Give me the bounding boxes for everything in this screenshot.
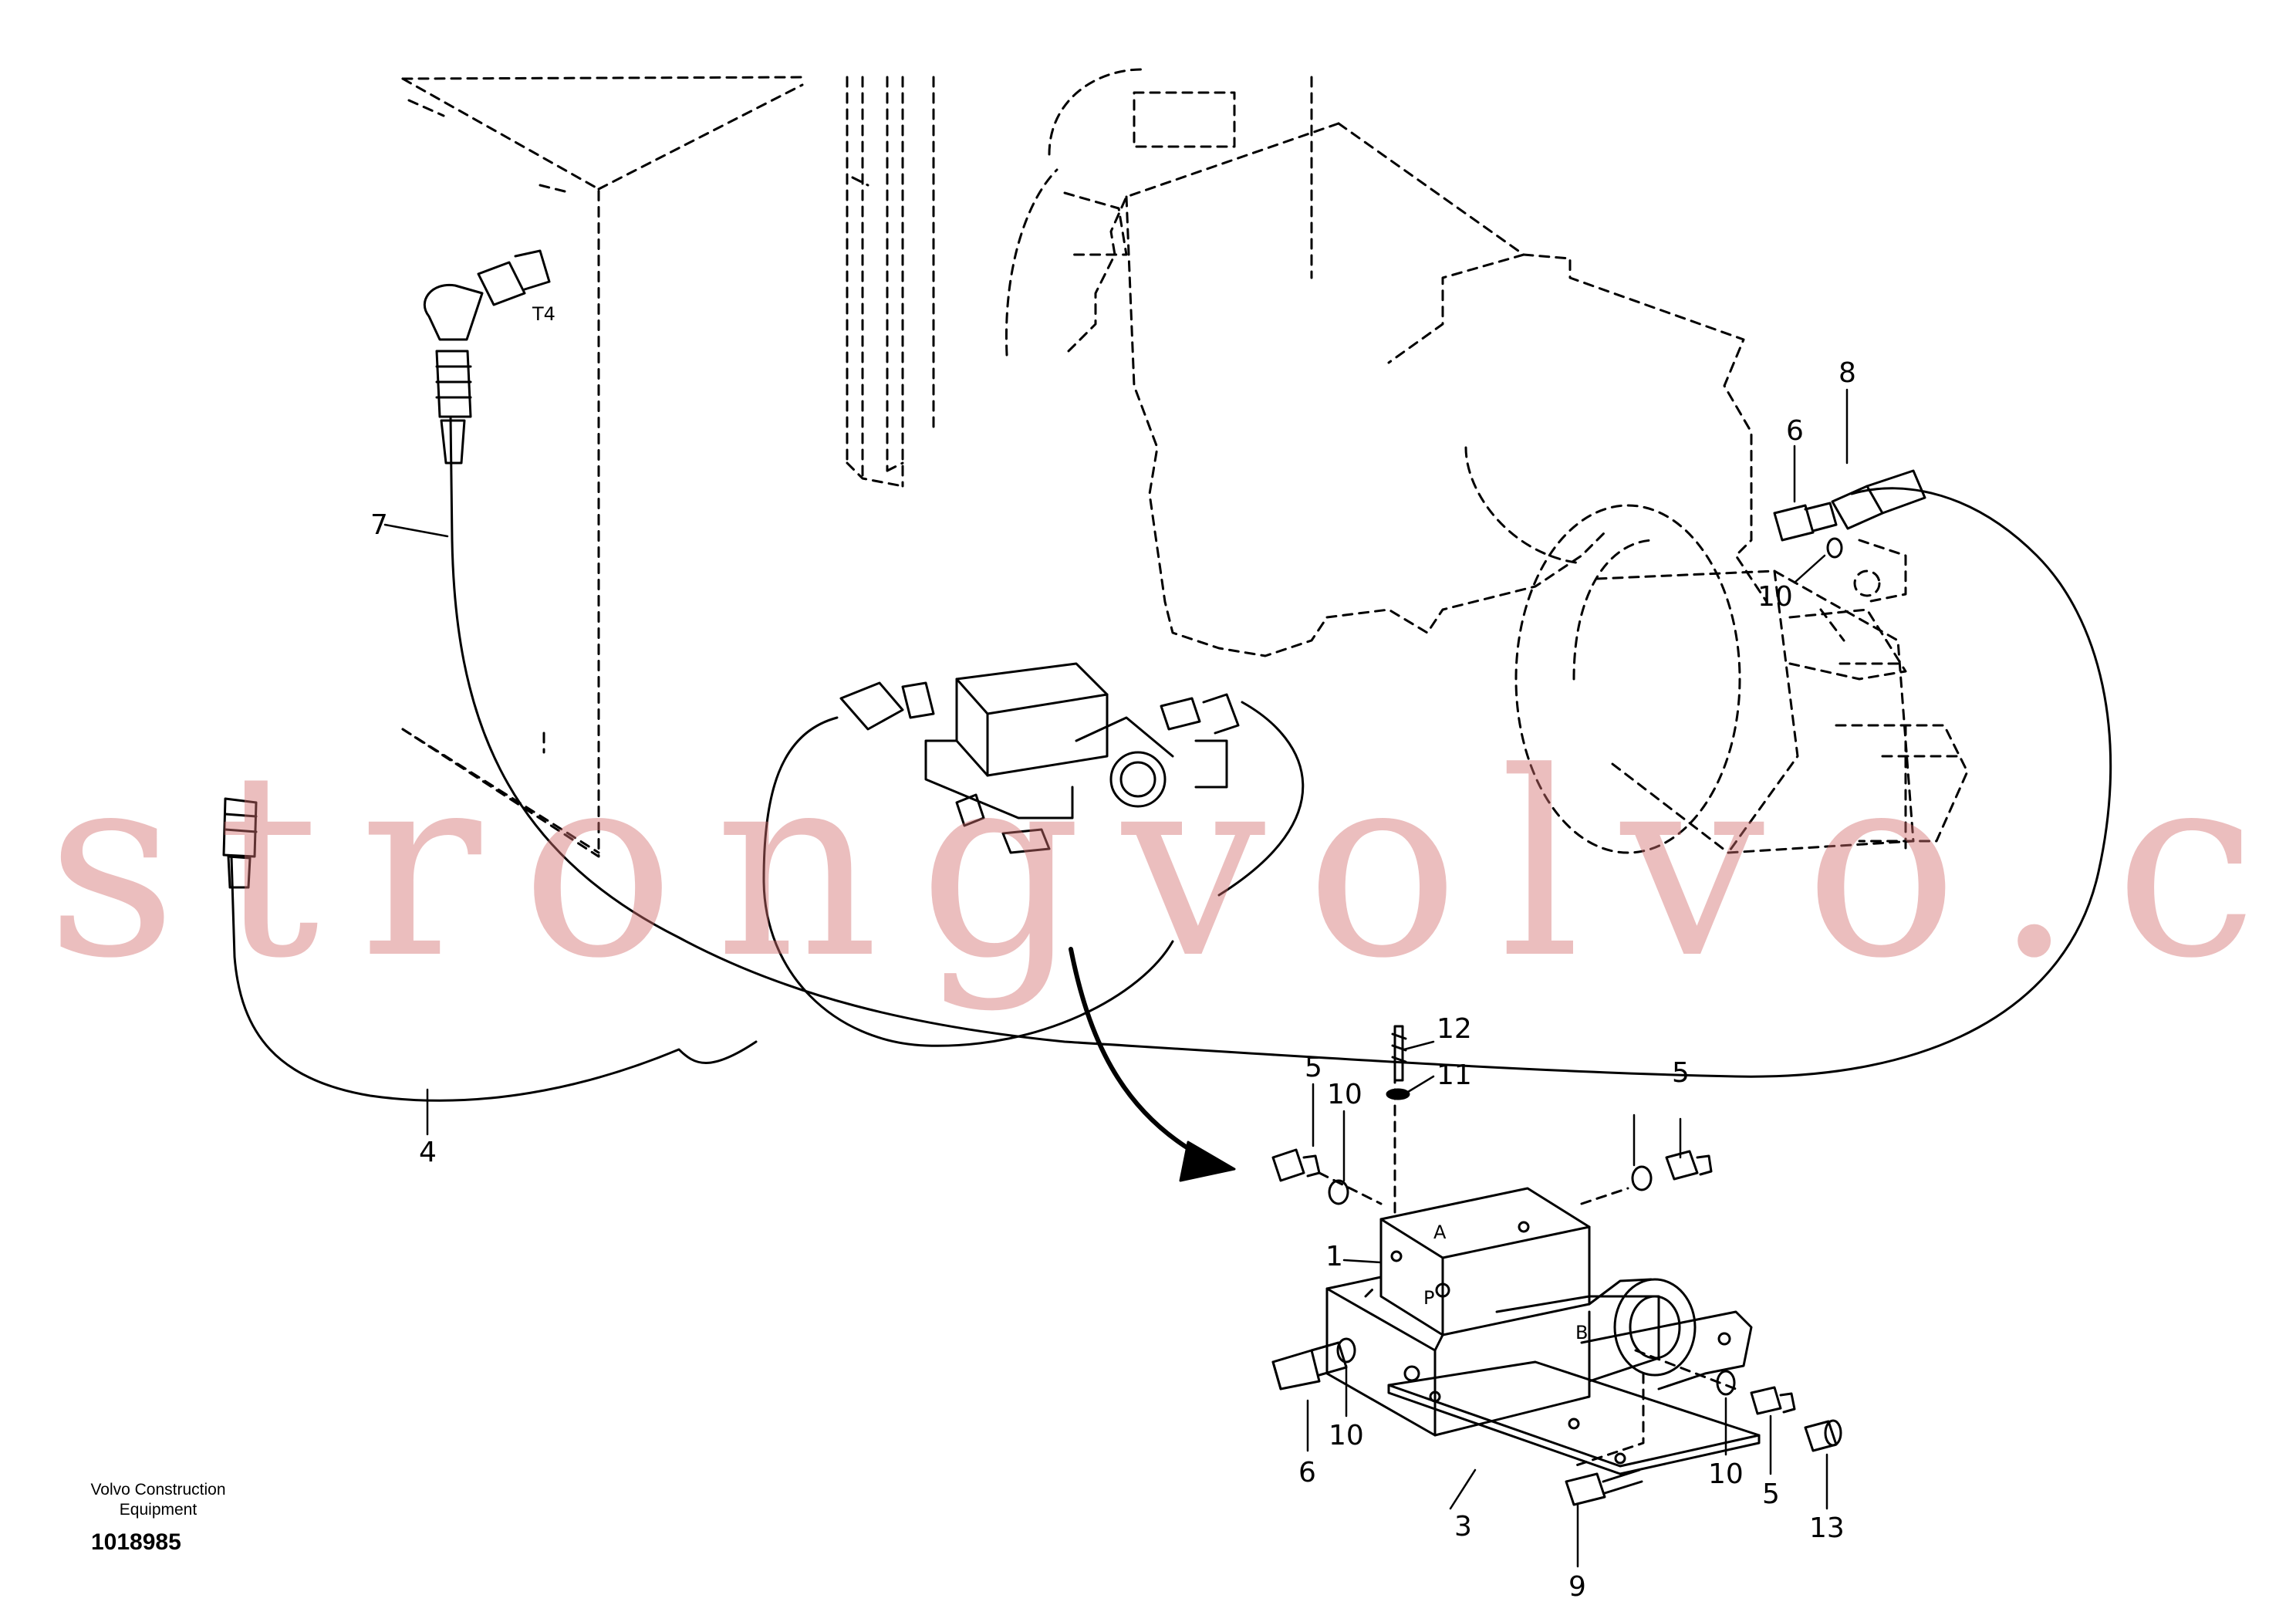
o-ring-10-left	[1328, 1179, 1349, 1205]
valve-assembly-overview	[839, 662, 1240, 854]
callout-5-bottom: 5	[1762, 1478, 1780, 1510]
plug-13	[1804, 1419, 1842, 1452]
elbow-fitting-6-overview	[1773, 502, 1838, 542]
callout-9: 9	[1568, 1571, 1586, 1603]
screw-12	[1391, 1025, 1407, 1082]
callout-1: 1	[1325, 1241, 1343, 1272]
port-label-p: P	[1423, 1287, 1434, 1309]
hose-return	[1217, 701, 1305, 897]
callout-10-overview: 10	[1757, 581, 1793, 613]
washer-11	[1386, 1088, 1410, 1100]
fitting-5-left	[1271, 1148, 1321, 1182]
fitting-5-right	[1665, 1150, 1713, 1181]
engine-outline	[1004, 68, 1768, 657]
callout-4: 4	[419, 1137, 437, 1168]
callout-10-bottom-left: 10	[1329, 1420, 1364, 1451]
callout-10-bottom-right: 10	[1708, 1458, 1744, 1490]
hose-8-end	[1831, 469, 1926, 530]
callout-labels: 7 8 6 10 4 5 10 12 11 5 1 6 10 3 9 10 5 …	[370, 303, 1856, 1603]
callout-6-detail: 6	[1298, 1457, 1316, 1489]
hose-7	[449, 415, 2112, 1078]
callout-11: 11	[1437, 1059, 1472, 1091]
port-label-b: B	[1575, 1322, 1588, 1343]
assembly-lines	[1318, 1056, 1737, 1468]
callout-12: 12	[1437, 1013, 1472, 1045]
detail-arrow	[1069, 947, 1236, 1182]
o-ring-10-bottom-left	[1336, 1337, 1356, 1363]
valve-detail	[1325, 1187, 1761, 1475]
callout-3: 3	[1454, 1511, 1472, 1543]
hose-4	[230, 716, 1174, 1102]
callout-13: 13	[1809, 1512, 1845, 1544]
port-label-a: A	[1433, 1222, 1447, 1243]
callout-10-left: 10	[1327, 1079, 1362, 1110]
callout-5-right: 5	[1672, 1057, 1690, 1089]
callout-8: 8	[1838, 357, 1856, 389]
o-ring-10-right	[1631, 1165, 1653, 1191]
credit-line-2: Equipment	[119, 1501, 198, 1519]
o-ring-10-overview	[1826, 537, 1843, 559]
elbow-fitting-6-detail	[1271, 1341, 1348, 1391]
callout-7: 7	[370, 509, 388, 541]
o-ring-10-bottom-right	[1716, 1370, 1736, 1396]
callout-5-left: 5	[1305, 1052, 1322, 1083]
t4-fitting	[424, 249, 551, 465]
hose-4-end-fitting	[222, 797, 258, 889]
hydraulic-pump-outline	[1514, 504, 1969, 854]
publisher-credit: Volvo Construction Equipment	[69, 1480, 247, 1520]
document-number: 1018985	[91, 1529, 181, 1555]
callout-6-overview: 6	[1786, 415, 1804, 447]
bolt-9	[1565, 1468, 1643, 1506]
label-t4: T4	[532, 303, 555, 325]
machine-frame-outline	[401, 76, 1313, 858]
credit-line-1: Volvo Construction	[90, 1481, 226, 1499]
leader-lines	[383, 388, 1849, 1568]
fitting-5-bottom	[1750, 1386, 1796, 1415]
